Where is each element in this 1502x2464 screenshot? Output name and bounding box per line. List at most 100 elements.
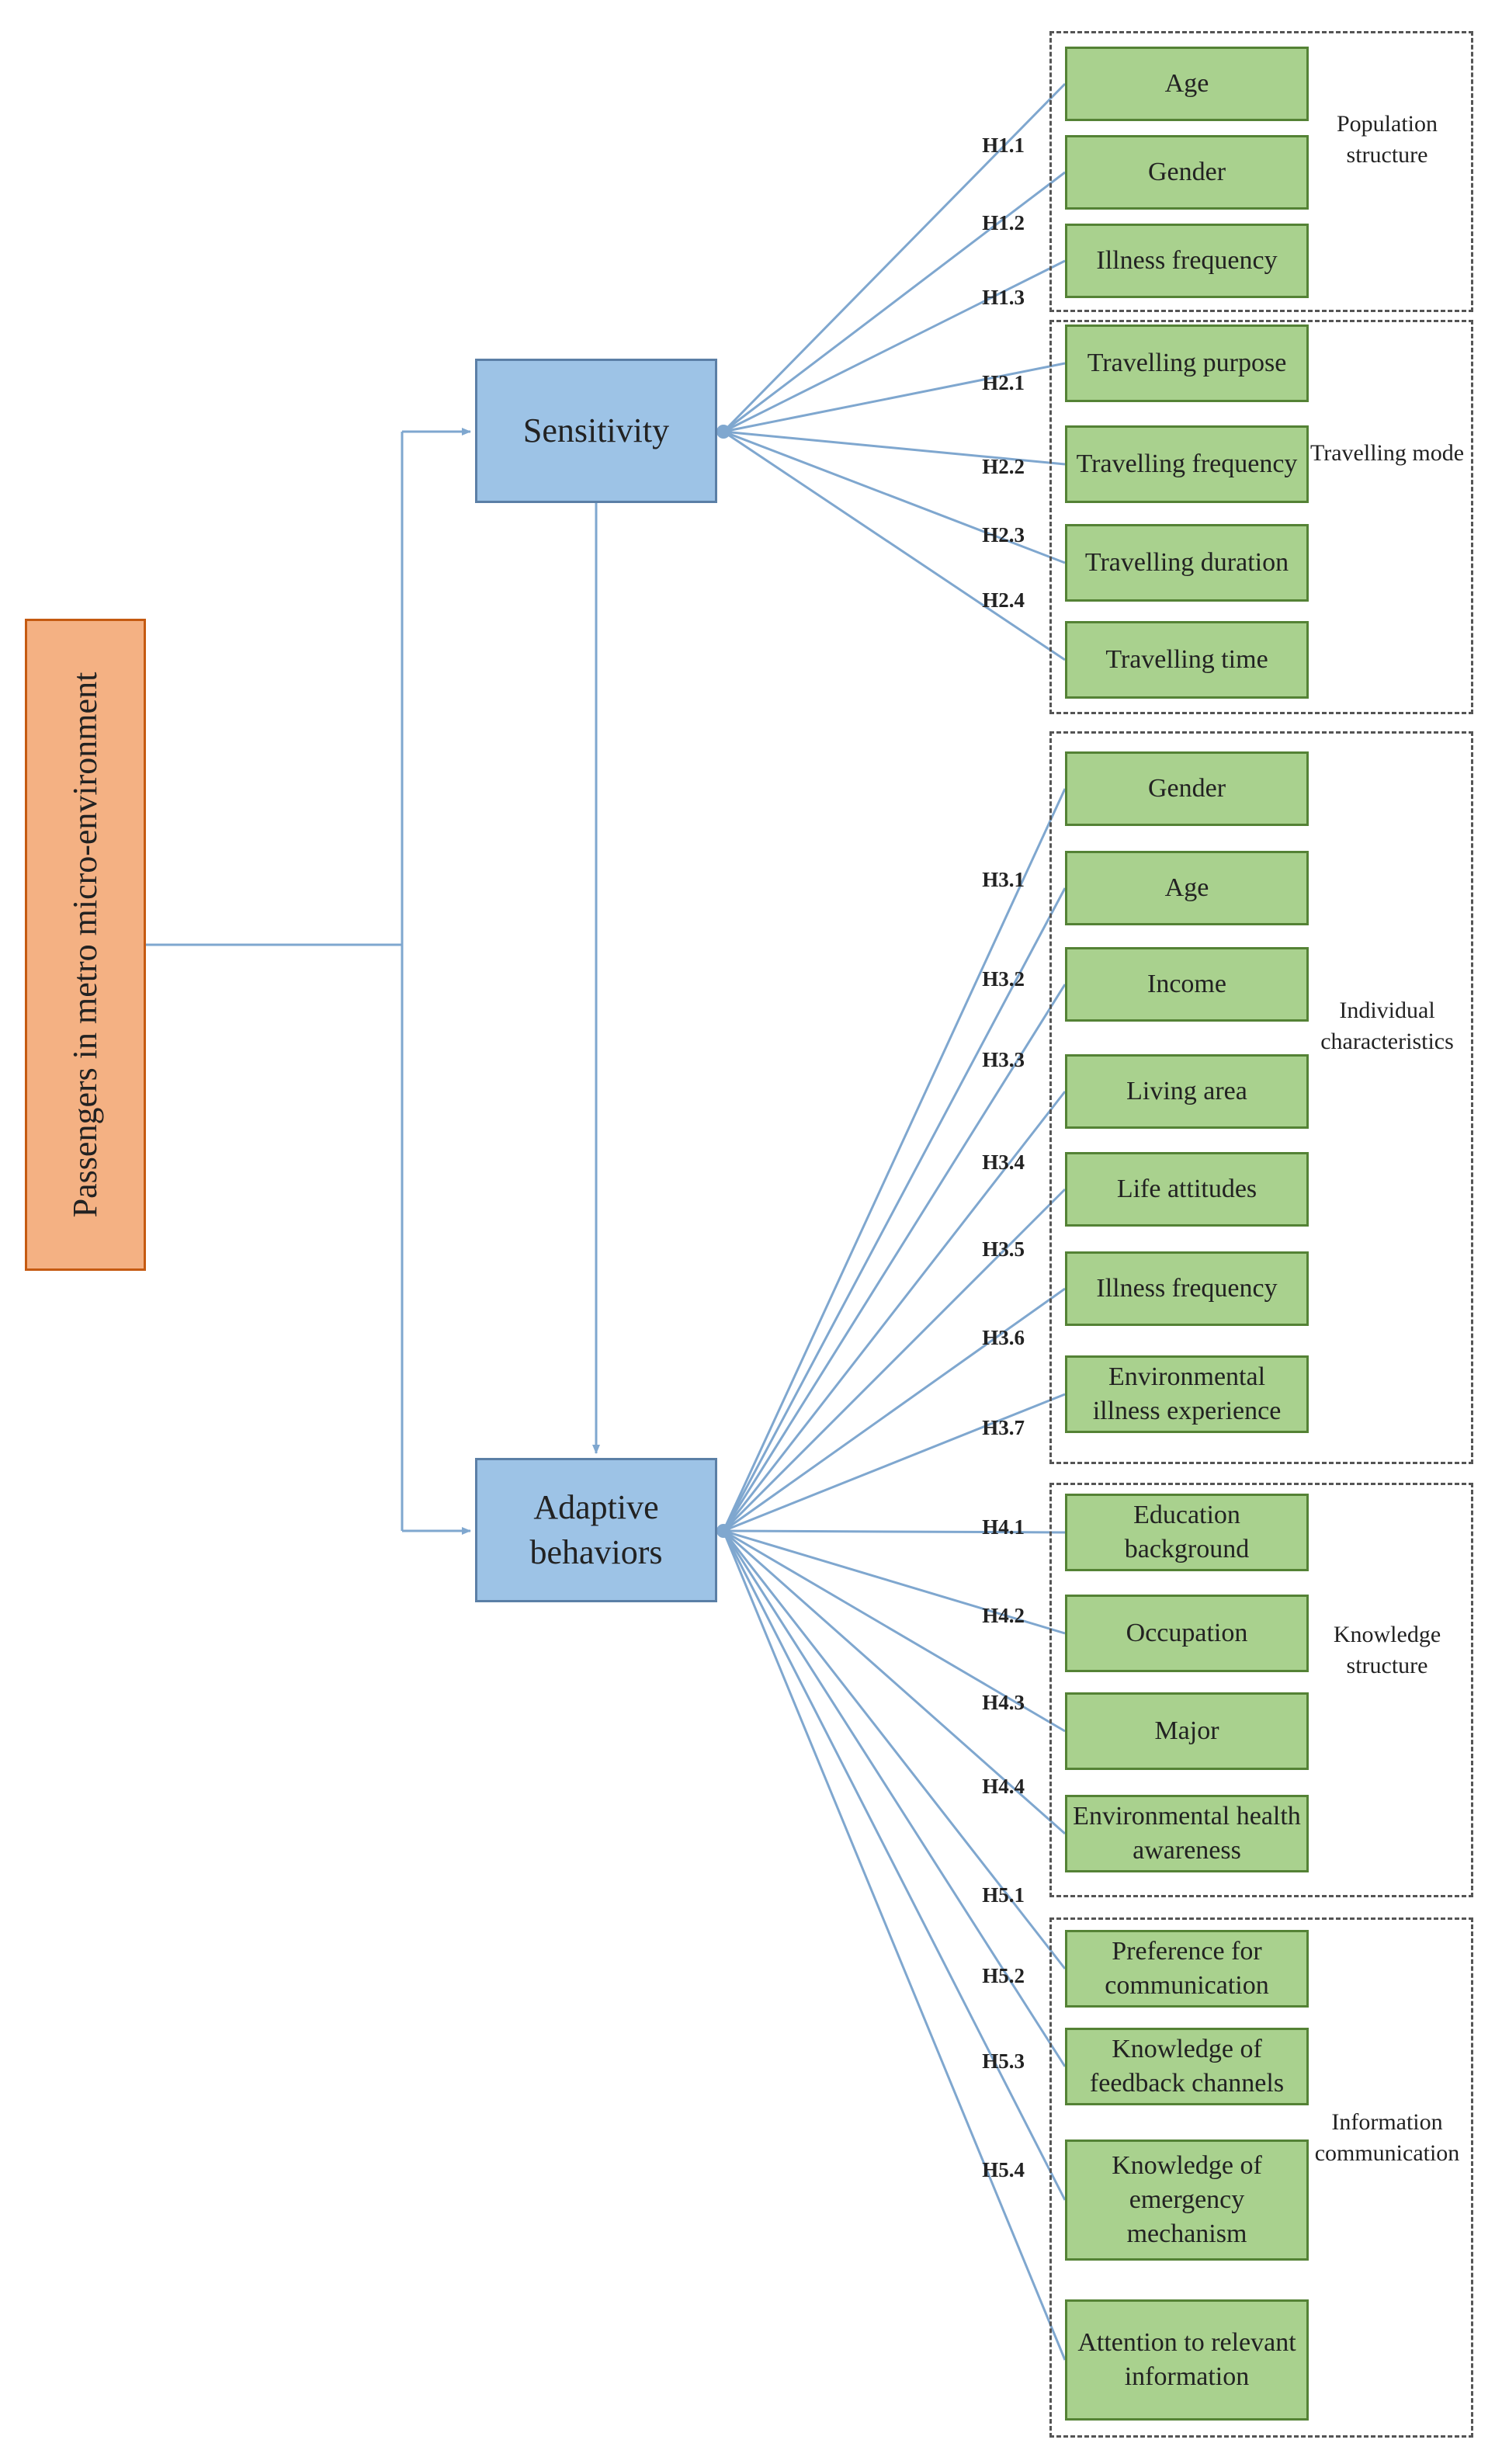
hypothesis-label: H5.1: [982, 1883, 1025, 1907]
factor-group-title: Information communication: [1314, 2109, 1460, 2166]
factor-label: Gender: [1147, 774, 1226, 803]
hypothesis-connector: [722, 1530, 1067, 2361]
factor-box: Travelling frequency: [1065, 425, 1309, 503]
factor-box: Gender: [1065, 751, 1309, 826]
factor-box: Major: [1065, 1692, 1309, 1770]
factor-box: Environmental illness experience: [1065, 1355, 1309, 1433]
hypothesis-connector: [723, 1393, 1066, 1532]
factor-label: Attention to relevant information: [1077, 2328, 1296, 2391]
hypothesis-connector: [723, 1287, 1066, 1532]
hypothesis-connector: [722, 984, 1067, 1532]
factor-group-frame: [1049, 31, 1473, 312]
adaptive-behaviors-node: Adaptive behaviors: [475, 1458, 717, 1602]
hypothesis-label: H2.1: [982, 371, 1025, 394]
hypothesis-label: H3.1: [982, 868, 1025, 891]
hypothesis-label: H3.7: [982, 1416, 1025, 1439]
hypothesis-label: H5.2: [982, 1964, 1025, 1987]
hypothesis-connector: [723, 430, 1066, 661]
hypothesis-label: H3.3: [982, 1048, 1025, 1071]
hypothesis-connector: [723, 259, 1066, 433]
factor-label: Age: [1164, 69, 1209, 98]
factor-box: Travelling duration: [1065, 524, 1309, 602]
hypothesis-connector: [722, 82, 1067, 433]
factor-box: Education background: [1065, 1494, 1309, 1571]
hypothesis-connector: [723, 1529, 1066, 1635]
hypothesis-label: H4.3: [982, 1691, 1025, 1714]
hypothesis-connector: [722, 1188, 1067, 1532]
hypothesis-connector: [723, 1529, 1066, 1733]
sensitivity-node: Sensitivity: [475, 359, 717, 503]
hypothesis-label: H3.2: [982, 967, 1025, 991]
factor-box: Knowledge of feedback channels: [1065, 2028, 1309, 2105]
factor-label: Travelling frequency: [1076, 449, 1298, 478]
hypothesis-connector: [723, 430, 1066, 466]
hypothesis-connector: [723, 430, 1066, 564]
hypothesis-label: H5.3: [982, 2049, 1025, 2073]
connector-hub-dot: [716, 425, 730, 439]
factor-box: Travelling purpose: [1065, 324, 1309, 402]
factor-group-frame: [1049, 1483, 1473, 1897]
hypothesis-connector: [723, 1529, 1066, 1534]
hypothesis-connector: [722, 1530, 1067, 2201]
factor-group-title: Travelling mode: [1309, 440, 1465, 466]
hypothesis-label: H1.1: [982, 134, 1025, 157]
hypothesis-connector: [722, 1530, 1067, 1969]
root-node: Passengers in metro micro-environment: [25, 619, 146, 1271]
factor-box: Gender: [1065, 135, 1309, 210]
factor-label: Knowledge of emergency mechanism: [1112, 2151, 1262, 2248]
factor-box: Illness frequency: [1065, 224, 1309, 298]
factor-group-frame: [1049, 731, 1473, 1464]
adaptive-behaviors-node-label: Adaptive behaviors: [529, 1488, 663, 1571]
factor-label: Travelling time: [1105, 645, 1268, 674]
factor-label: Knowledge of feedback channels: [1089, 2035, 1285, 2098]
factor-label: Environmental illness experience: [1092, 1362, 1282, 1425]
factor-label: Living area: [1126, 1077, 1247, 1105]
factor-label: Occupation: [1126, 1619, 1248, 1647]
factor-label: Education background: [1124, 1501, 1250, 1563]
hypothesis-label: H4.1: [982, 1515, 1025, 1539]
factor-box: Environmental health awareness: [1065, 1795, 1309, 1872]
hypothesis-label: H1.3: [982, 286, 1025, 309]
factor-box: Income: [1065, 947, 1309, 1022]
connector-hub-dot: [716, 1524, 730, 1538]
factor-box: Travelling time: [1065, 621, 1309, 699]
factor-group-title: Individual characteristics: [1320, 998, 1454, 1054]
factor-label: Major: [1154, 1716, 1219, 1745]
hypothesis-connector: [722, 788, 1067, 1532]
factor-group-frame: [1049, 320, 1473, 714]
factor-label: Life attitudes: [1116, 1175, 1257, 1203]
factor-box: Illness frequency: [1065, 1251, 1309, 1326]
hypothesis-label: H3.5: [982, 1237, 1025, 1261]
sensitivity-node-label: Sensitivity: [522, 411, 670, 449]
factor-box: Occupation: [1065, 1595, 1309, 1672]
factor-box: Life attitudes: [1065, 1152, 1309, 1227]
hypothesis-connector: [723, 171, 1066, 433]
hypothesis-label: H4.4: [982, 1775, 1025, 1798]
factor-label: Income: [1147, 970, 1226, 998]
factor-label: Preference for communication: [1105, 1937, 1269, 2000]
hypothesis-label: H5.4: [982, 2158, 1025, 2181]
factor-box: Living area: [1065, 1054, 1309, 1129]
factor-label: Illness frequency: [1096, 1274, 1278, 1303]
factor-box: Age: [1065, 851, 1309, 925]
factor-label: Illness frequency: [1096, 246, 1278, 275]
hypothesis-label: H1.2: [982, 211, 1025, 234]
factor-label: Travelling purpose: [1087, 349, 1287, 377]
factor-group-title: Population structure: [1336, 111, 1438, 168]
hypothesis-connector: [723, 362, 1066, 433]
factor-label: Travelling duration: [1084, 548, 1289, 577]
hypothesis-label: H2.3: [982, 523, 1025, 547]
factor-box: Age: [1065, 47, 1309, 121]
factor-box: Attention to relevant information: [1065, 2299, 1309, 2421]
hypothesis-connector: [723, 1529, 1066, 1835]
hypothesis-label: H4.2: [982, 1604, 1025, 1627]
factor-box: Knowledge of emergency mechanism: [1065, 2140, 1309, 2261]
hypothesis-connector: [722, 887, 1067, 1532]
factor-label: Age: [1164, 873, 1209, 902]
hypothesis-connector: [722, 1091, 1067, 1532]
hypothesis-label: H3.6: [982, 1326, 1025, 1349]
hypothesis-label: H2.4: [982, 588, 1025, 612]
hypothesis-label: H3.4: [982, 1150, 1025, 1174]
